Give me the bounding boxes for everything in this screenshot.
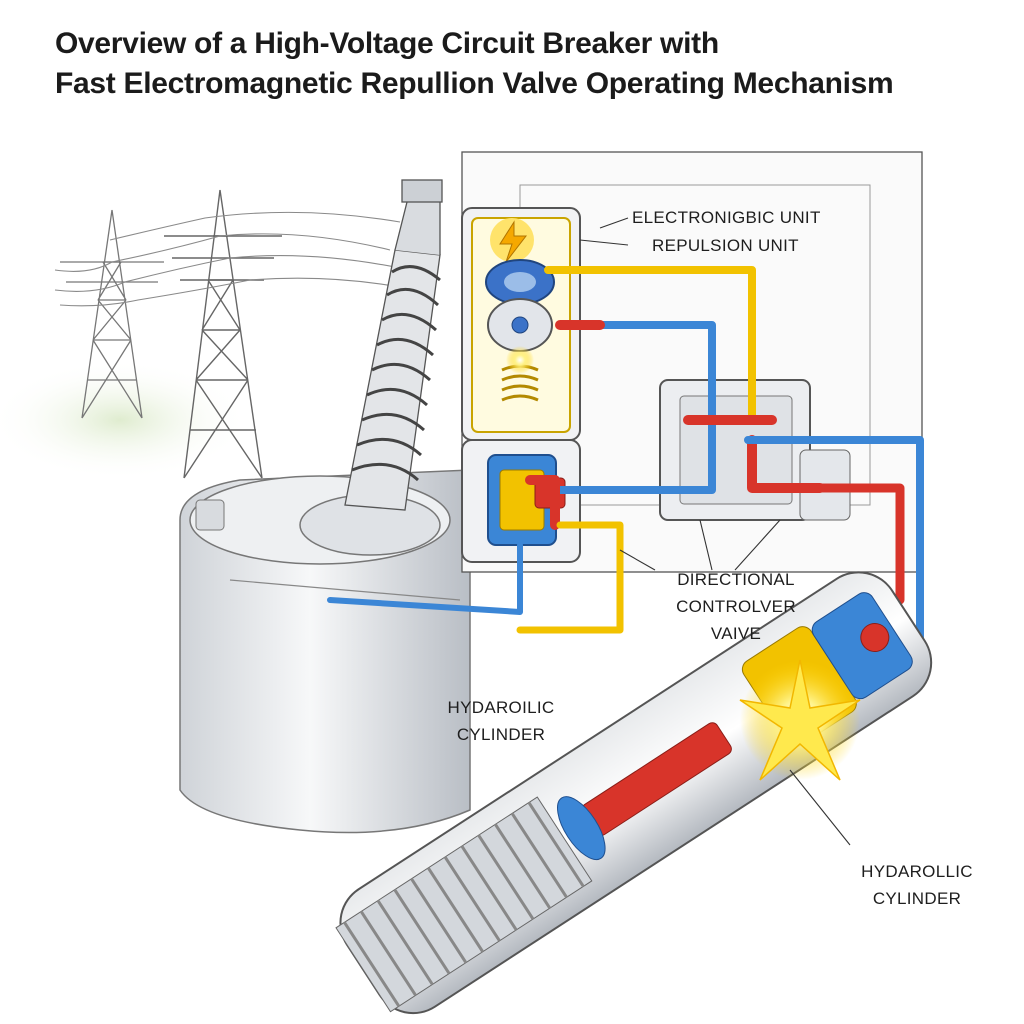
blue-pipe-to-tank: [327, 542, 523, 615]
label-hydraulic-right-line-2: CYLINDER: [872, 889, 962, 908]
label-hydraulic-right-line-1: HYDAROLLIC: [861, 862, 973, 881]
label-repulsion-unit: REPULSION UNIT: [652, 236, 799, 255]
label-directional-line-3: VAIVE: [710, 624, 762, 643]
label-hydraulic-cylinder-right: HYDAROLLIC CYLINDER: [842, 858, 992, 912]
title-line-2: Fast Electromagnetic Repullion Valve Ope…: [55, 67, 894, 100]
red-pipe-dcv: [525, 475, 560, 530]
red-pipe-to-cylinder: [815, 483, 905, 605]
label-hydraulic-left-line-2: CYLINDER: [456, 725, 546, 744]
blue-pipe-to-cylinder: [744, 436, 924, 664]
background-haze: [0, 360, 250, 480]
yellow-pipe-upper: [544, 266, 756, 424]
yellow-pipe-lower: [516, 521, 624, 634]
breaker-tank: [179, 469, 471, 834]
power-lines: [54, 211, 406, 307]
insulator-bushing: [344, 179, 443, 511]
label-directional-line-1: DIRECTIONAL: [677, 570, 795, 589]
label-hydraulic-cylinder-left: HYDAROILIC CYLINDER: [426, 694, 576, 748]
diagram-title: Overview of a High-Voltage Circuit Break…: [55, 24, 1015, 104]
label-directional-control-valve: DIRECTIONAL CONTROLVER VAIVE: [656, 566, 816, 647]
leader-lines: [579, 217, 851, 846]
red-pipe-valve: [683, 415, 825, 493]
label-electronic-unit: ELECTRONIGBIC UNIT: [632, 208, 821, 227]
blue-pipe-upper: [556, 321, 716, 494]
label-hydraulic-left-line-1: HYDAROILIC: [447, 698, 555, 717]
transmission-tower-right: [164, 189, 282, 479]
title-line-1: Overview of a High-Voltage Circuit Break…: [55, 27, 719, 60]
label-directional-line-2: CONTROLVER: [676, 597, 796, 616]
spark-burst: [739, 659, 861, 781]
